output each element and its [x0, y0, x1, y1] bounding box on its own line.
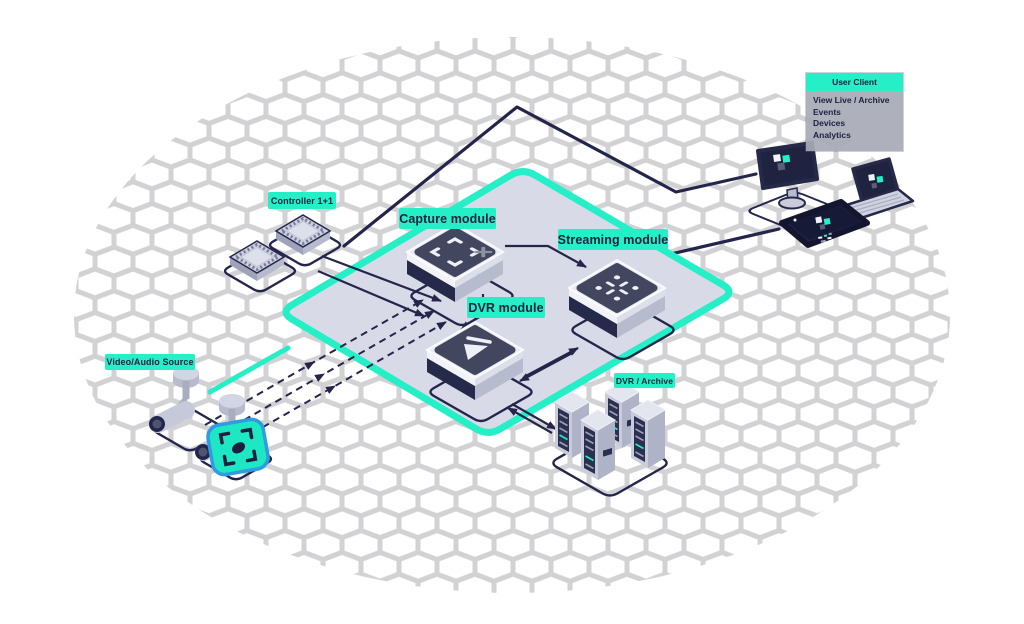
camera-devices: [149, 366, 270, 477]
laptop-keyboard: [849, 193, 905, 215]
camera-focus-icon: [206, 417, 270, 477]
user-client-menu-item: View Live / Archive: [813, 95, 890, 105]
source-stream-highlight: [207, 345, 291, 395]
user-client-panel-title: User Client: [806, 73, 903, 91]
monitor: [756, 141, 819, 210]
monitor-screen-tiles: [773, 154, 791, 171]
user-client-menu: View Live / Archive Events Devices Analy…: [806, 91, 903, 141]
user-client-menu-item: Events: [813, 106, 841, 117]
capture-module-label: Capture module: [399, 208, 496, 229]
dvr-module-device: [425, 320, 525, 400]
capture-module-device: [405, 222, 505, 302]
dvr-module-label: DVR module: [467, 297, 545, 318]
crop-frame-capture-icon: [429, 237, 493, 267]
dvr-archive-label: DVR / Archive: [614, 373, 675, 388]
controller-to-client-link: [342, 105, 758, 248]
user-client-menu-item: Analytics: [813, 129, 851, 140]
user-client-menu-item: Devices: [813, 118, 846, 128]
streaming-module-label: Streaming module: [558, 229, 668, 250]
archive-server-racks: [554, 381, 666, 480]
laptop-screen-tiles: [868, 174, 884, 189]
server-tower: [630, 399, 666, 468]
user-client-panel: User Client View Live / Archive Events D…: [806, 73, 903, 151]
controller-capture-link-1: [321, 254, 442, 303]
client-devices: [756, 141, 915, 248]
dvr-archive-link: [511, 403, 557, 430]
streaming-dvr-link: [519, 351, 575, 382]
archive-dvr-link: [507, 407, 553, 434]
server-tower: [580, 409, 616, 480]
controller-chip-2: [274, 214, 332, 255]
tablet-status-bars: [818, 232, 832, 243]
dvr-streaming-link: [523, 347, 579, 378]
tablet: [779, 199, 870, 248]
tablet-screen-tiles: [815, 216, 831, 230]
controller-label: Controller 1+1: [268, 192, 336, 209]
controller-chip-1: [228, 240, 286, 281]
server-tower: [554, 391, 590, 458]
video-audio-source-label: Video/Audio Source: [105, 354, 195, 370]
stream-dots-icon: [595, 275, 639, 301]
capture-streaming-link: [505, 244, 587, 268]
controller-devices: [228, 214, 332, 281]
play-icon: [464, 336, 492, 360]
streaming-module-device: [567, 258, 667, 338]
